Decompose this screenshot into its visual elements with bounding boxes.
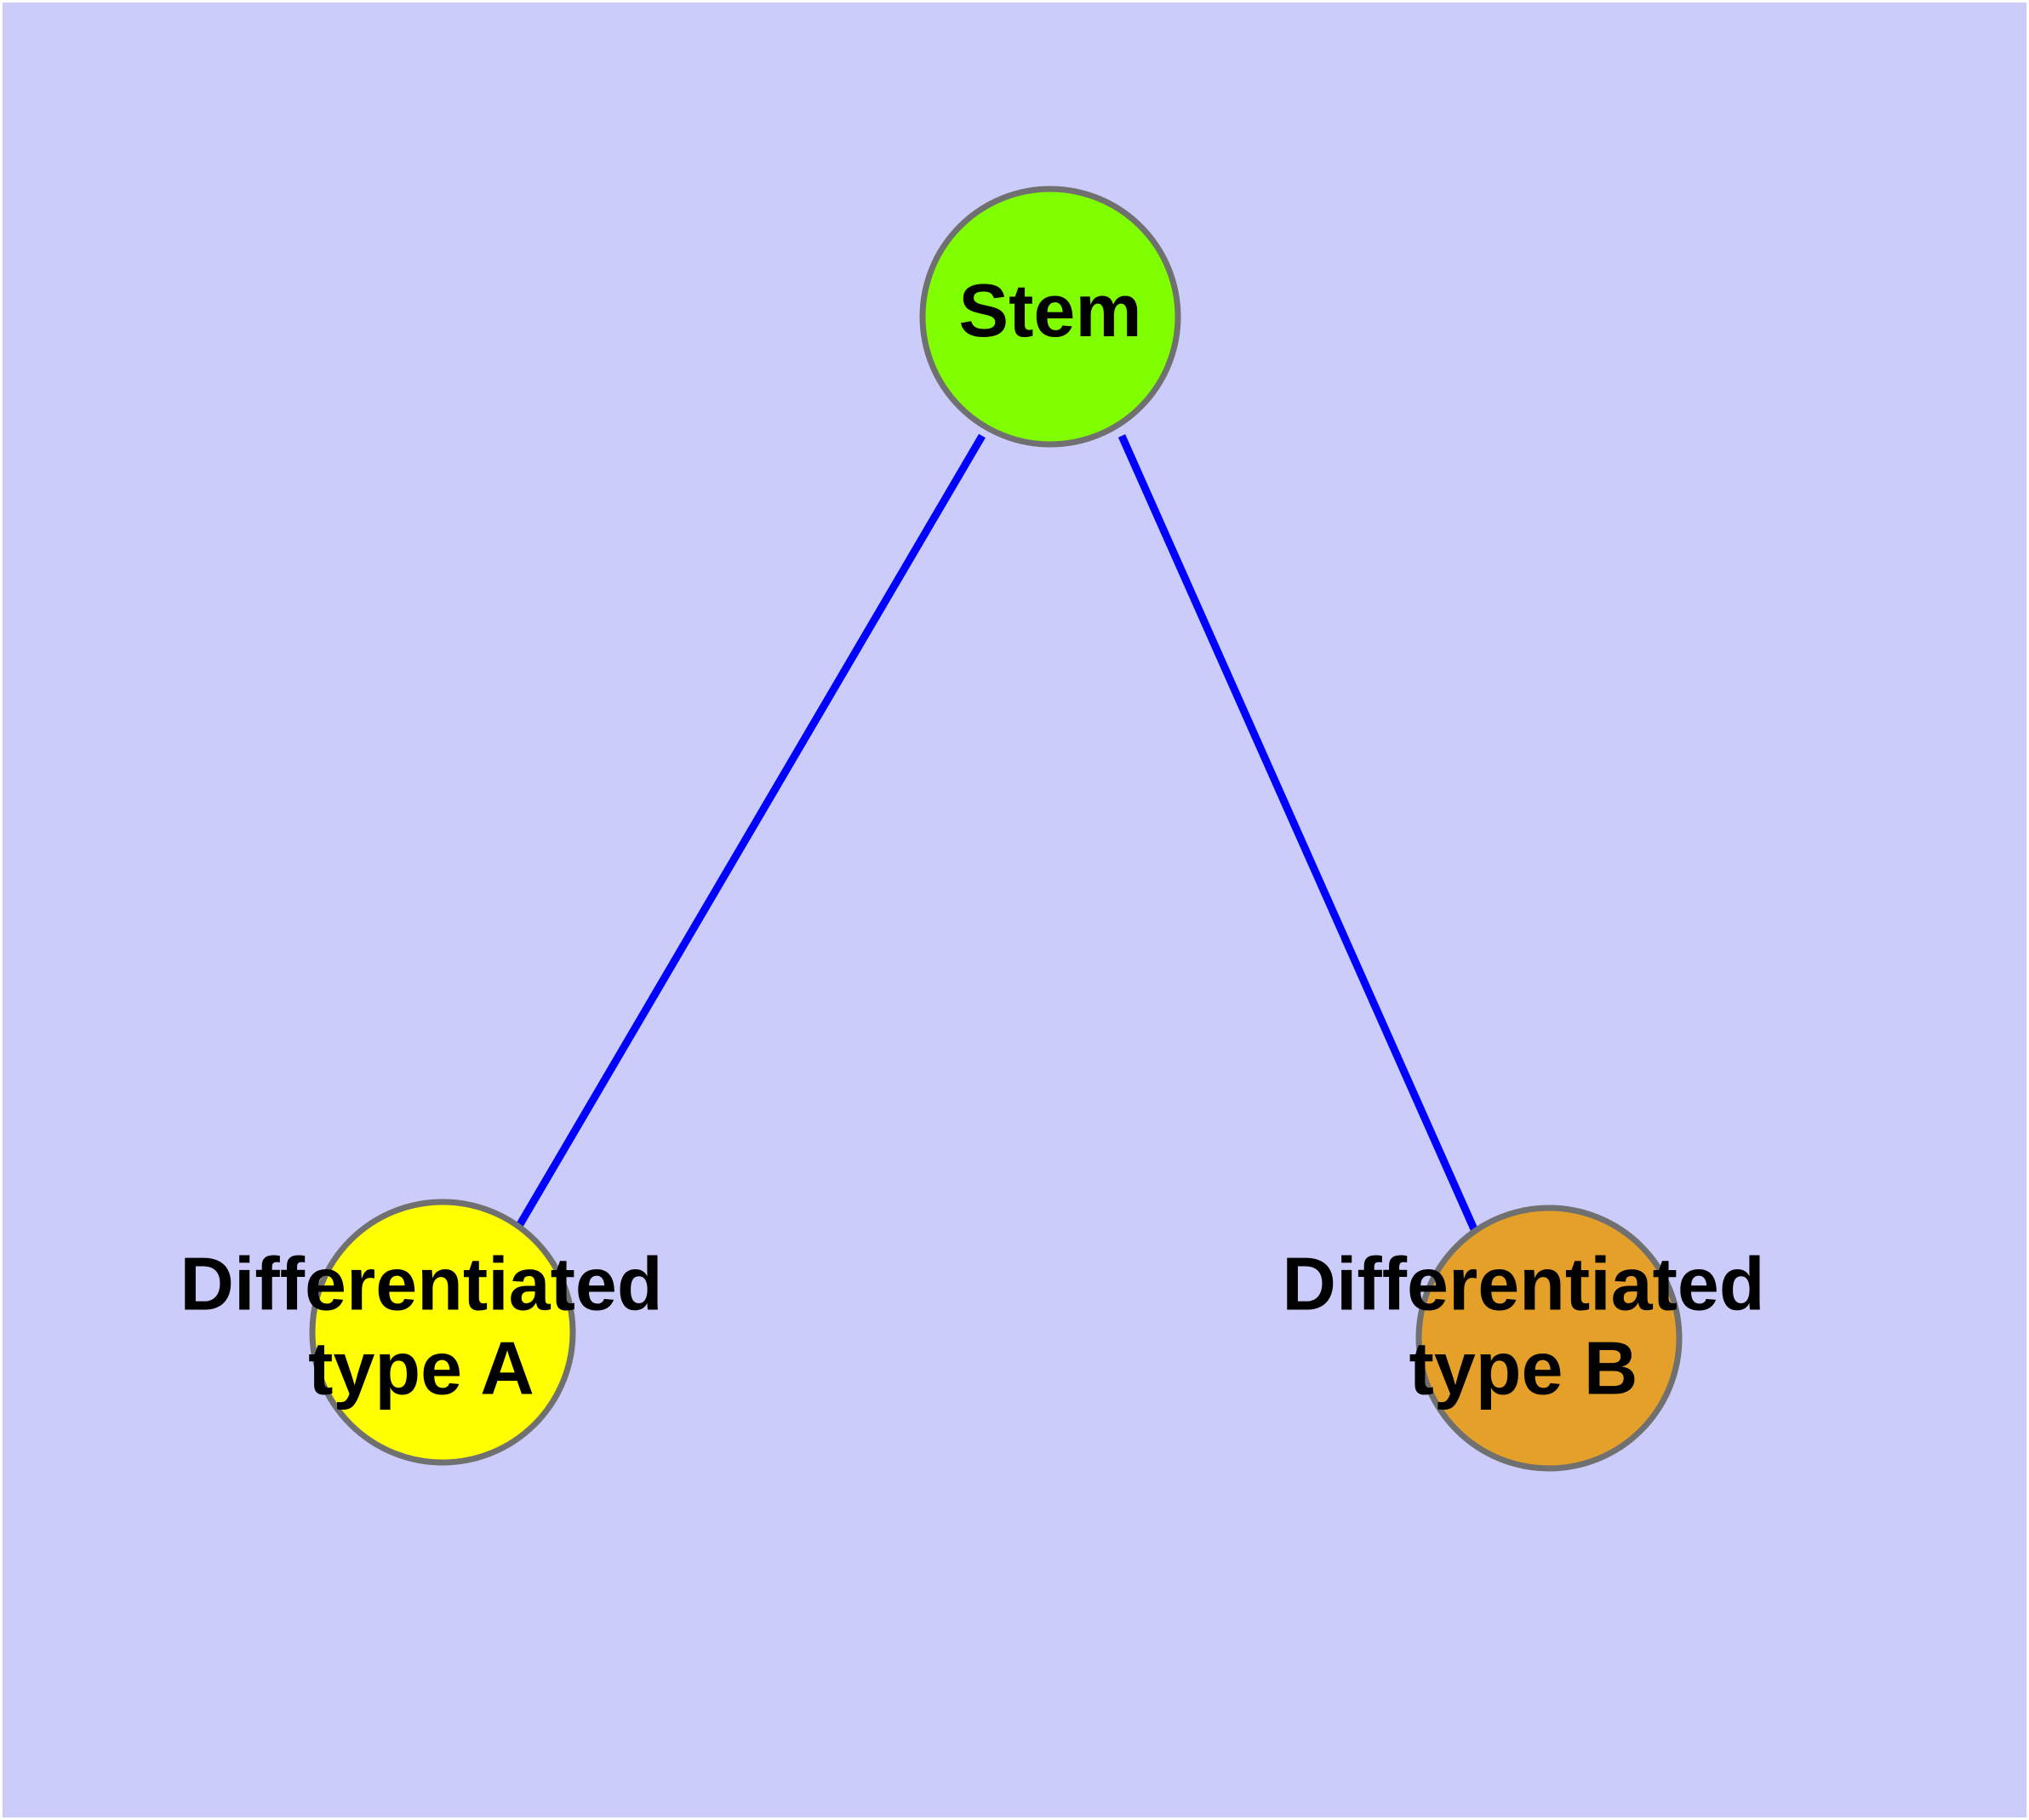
node-label-line: type B <box>1409 1326 1638 1411</box>
node-label-line: Differentiated <box>180 1242 662 1326</box>
node-label-line: Differentiated <box>1282 1242 1764 1326</box>
node-label-line: type A <box>308 1326 534 1411</box>
node-label-line: Stem <box>958 268 1141 352</box>
nodes-layer <box>309 186 1683 1472</box>
graph-node-diff-a[interactable] <box>309 1199 576 1466</box>
edges-layer <box>516 433 1478 1231</box>
node-label-stem: Stem <box>958 268 1141 352</box>
graph-edge-stem-to-diff-b <box>1117 434 1478 1231</box>
graph-edge-stem-to-diff-a <box>516 433 986 1228</box>
graph-node-stem[interactable] <box>919 186 1181 448</box>
graph-node-diff-b[interactable] <box>1415 1205 1683 1472</box>
